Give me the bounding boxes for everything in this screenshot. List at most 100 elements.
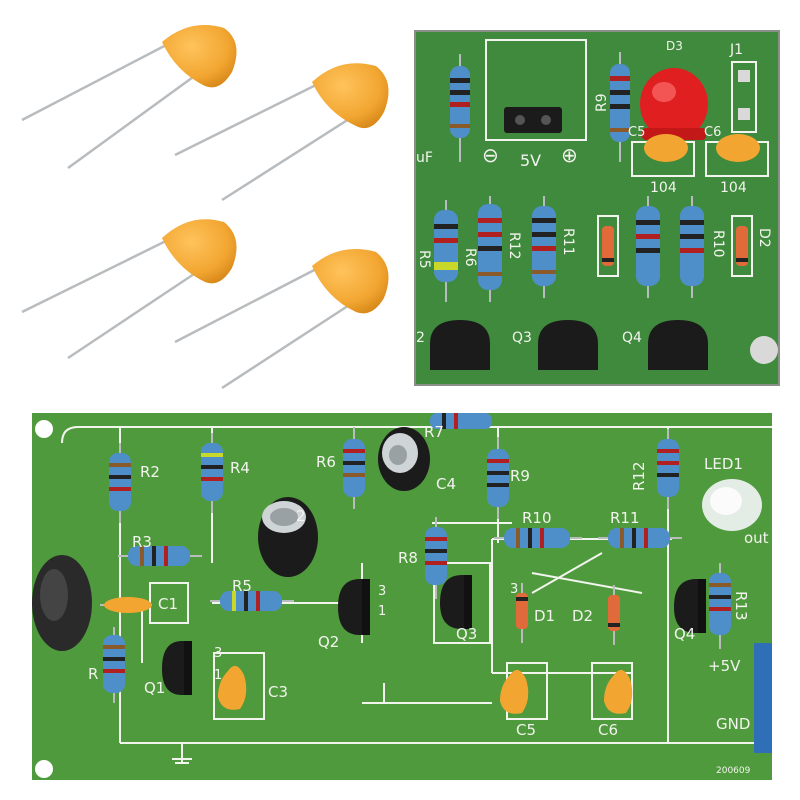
label-q1: Q1	[144, 679, 165, 697]
r9-label: R9	[594, 93, 610, 112]
label-r5: R5	[232, 577, 252, 595]
ceramic-capacitor-1	[21, 25, 237, 170]
label-out: out	[744, 529, 769, 547]
resistor-r3	[118, 546, 202, 566]
label-r4: R4	[230, 459, 250, 477]
minus-label: ⊖	[482, 143, 499, 167]
transistor-top-q3	[538, 320, 598, 370]
label-r7: R7	[424, 423, 444, 441]
label-c3: C3	[268, 683, 288, 701]
microphone	[32, 555, 92, 651]
label-r6: R6	[316, 453, 336, 471]
transistor-q1	[162, 641, 192, 695]
ceramic-capacitor-3	[21, 219, 237, 360]
label-r9: R9	[510, 467, 530, 485]
electrolytic-capacitor-c2	[258, 497, 318, 577]
pcb-full-photo: R2 R4 R6 R7 R9 R12 LED1 out C4 C4 R3 R5 …	[32, 413, 772, 780]
diode-d2	[608, 585, 620, 645]
label-r11: R11	[610, 509, 640, 527]
resistor-r12	[478, 196, 502, 302]
mounting-hole	[750, 336, 778, 364]
d3-label: D3	[666, 39, 683, 53]
label-r2: R2	[140, 463, 160, 481]
label-c1: C1	[158, 595, 178, 613]
label-pin1b: 1	[378, 604, 386, 619]
label-led1: LED1	[704, 455, 743, 473]
label-r3: R3	[132, 533, 152, 551]
uf-label: uF	[416, 150, 433, 166]
resistor-r11	[532, 196, 556, 298]
label-q2: Q2	[318, 633, 339, 651]
electrolytic-capacitor-c4	[378, 427, 430, 491]
red-led	[640, 68, 708, 140]
label-r8: R8	[398, 549, 418, 567]
resistor-r6	[434, 200, 458, 302]
resistor-r7	[430, 413, 492, 429]
ceramic-capacitor-c5	[500, 669, 529, 714]
resistor-r6	[343, 427, 365, 509]
ceramic-capacitor-c6	[604, 669, 633, 714]
resistor-r5	[210, 591, 294, 611]
r5-label: R5	[416, 250, 432, 269]
label-c6: C6	[598, 721, 618, 739]
c5-label: C5	[628, 125, 645, 140]
label-q3: Q3	[456, 625, 477, 643]
r11-label: R11	[560, 228, 576, 256]
resistor-r13	[709, 563, 731, 649]
resistor-r1	[103, 627, 125, 703]
label-gnd: GND	[716, 715, 750, 733]
resistor-top-mid-a	[636, 196, 660, 298]
label-pin3c: 3	[510, 582, 518, 597]
resistor-r8	[425, 517, 447, 599]
label-c4-visible: C4	[436, 475, 456, 493]
resistor-r2	[109, 443, 131, 523]
cap-code-1: 104	[650, 180, 677, 196]
r10-label: R10	[710, 230, 726, 258]
label-vcc: +5V	[708, 657, 741, 675]
r6-label: R6	[462, 248, 478, 267]
resistor-r12	[657, 429, 679, 509]
label-r13: R13	[732, 591, 750, 621]
label-d1: D1	[534, 607, 555, 625]
ceramic-capacitors-photo	[0, 0, 410, 400]
label-r1: R	[88, 665, 98, 683]
cap-code-2: 104	[720, 180, 747, 196]
ceramic-capacitor-c3	[218, 665, 247, 710]
pcb-closeup-photo: ⊖ 5V ⊕ uF R9 D3 J1 C5	[414, 30, 780, 386]
label-c2: 2	[296, 507, 306, 525]
plus-label: ⊕	[561, 143, 578, 167]
label-d2: D2	[572, 607, 593, 625]
q4-label: Q4	[622, 330, 642, 346]
ceramic-capacitor-2	[174, 63, 389, 202]
transistor-q2	[338, 579, 370, 635]
resistor-r11	[598, 528, 682, 548]
label-q4: Q4	[674, 625, 695, 643]
d2-label: D2	[756, 228, 772, 248]
resistor-r10	[680, 196, 704, 298]
clear-led	[702, 479, 762, 531]
label-date: 200609	[716, 766, 751, 776]
label-pin3b: 3	[378, 584, 386, 599]
terminal-block	[754, 643, 772, 753]
j1-label: J1	[729, 42, 743, 58]
q3-label: Q3	[512, 330, 532, 346]
r12-label: R12	[506, 232, 522, 260]
ceramic-capacitor-c1	[100, 597, 152, 613]
transistor-q3	[440, 575, 472, 629]
resistor-r9	[610, 52, 630, 162]
resistor-top-1	[450, 54, 470, 162]
c6-label: C6	[704, 125, 721, 140]
diode-d1	[516, 583, 528, 643]
label-r12: R12	[630, 461, 648, 491]
transistor-top-q4	[648, 320, 708, 370]
q2-label: 2	[416, 330, 425, 346]
resistor-r9	[487, 437, 509, 519]
label-c5: C5	[516, 721, 536, 739]
label-r10: R10	[522, 509, 552, 527]
label-pin3a: 3	[214, 646, 222, 661]
transistor-q4	[674, 579, 706, 633]
label-pin1a: 1	[214, 668, 222, 683]
resistor-r10	[494, 528, 582, 548]
power-label: 5V	[520, 151, 541, 170]
resistor-r4	[201, 433, 223, 513]
